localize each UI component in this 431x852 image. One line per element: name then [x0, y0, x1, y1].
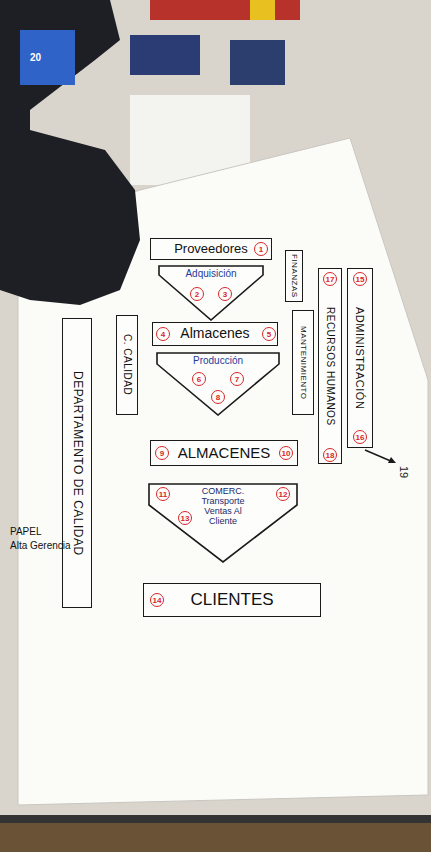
callout-number: 11: [156, 487, 170, 501]
process-box: CLIENTES: [143, 583, 321, 617]
callout-number: 15: [353, 272, 367, 286]
arrow-text-holder: Adquisición: [158, 268, 264, 279]
flow-arrow: Adquisición: [158, 265, 264, 321]
box-label: CLIENTES: [190, 591, 273, 610]
callout-number: 18: [323, 448, 337, 462]
callout-number: 6: [192, 372, 206, 386]
callout-number: 14: [150, 593, 164, 607]
note-text: Alta Gerencia: [10, 540, 71, 551]
department-band: MANTENIMIENTO: [292, 310, 314, 415]
chair: [150, 0, 300, 20]
callout-number: 13: [178, 511, 192, 525]
band-label: C. CALIDAD: [122, 334, 133, 395]
callout-number: 17: [323, 272, 337, 286]
note-text: 19: [398, 466, 410, 478]
box-label: Proveedores: [174, 242, 248, 256]
book: [130, 35, 200, 75]
department-band: RECURSOS HUMANOS: [318, 268, 342, 464]
book: [230, 40, 285, 85]
callout-number: 10: [279, 446, 293, 460]
table-edge: [0, 815, 431, 823]
department-band: C. CALIDAD: [116, 315, 138, 415]
callout-number: 12: [276, 487, 290, 501]
box-label: COMERC. Transporte Ventas Al Cliente: [198, 487, 248, 527]
callout-number: 2: [190, 287, 204, 301]
arrow-text-holder: Producción: [156, 355, 280, 366]
callout-number: 5: [262, 327, 276, 341]
arrow-shape: [157, 353, 279, 415]
bin-label: 20: [30, 52, 41, 63]
callout-number: 9: [155, 446, 169, 460]
leader-arrowhead: [388, 457, 396, 463]
bin-lid: [250, 0, 275, 20]
callout-number: 1: [254, 242, 268, 256]
band-label: RECURSOS HUMANOS: [325, 307, 336, 426]
callout-number: 16: [353, 430, 367, 444]
department-band: FINANZAS: [285, 250, 303, 302]
recycling-bin: [20, 30, 75, 85]
band-label: ADMINISTRACIÓN: [354, 307, 366, 409]
band-label: DEPARTAMENTO DE CALIDAD: [70, 371, 83, 556]
box-label: Almacenes: [180, 326, 249, 341]
callout-number: 7: [230, 372, 244, 386]
box-label: Adquisición: [185, 268, 236, 279]
callout-number: 3: [218, 287, 232, 301]
note-text: PAPEL: [10, 526, 42, 537]
leader-arrow: [365, 450, 393, 462]
department-band: ADMINISTRACIÓN: [347, 268, 373, 448]
process-box: ALMACENES: [150, 440, 298, 466]
department-band: DEPARTAMENTO DE CALIDAD: [62, 318, 92, 608]
arrow-shape: [159, 266, 263, 320]
table-top: [0, 0, 431, 815]
process-box: Almacenes: [152, 322, 278, 346]
callout-number: 4: [156, 327, 170, 341]
person: [0, 0, 140, 305]
box-label: Producción: [193, 355, 243, 366]
arrow-shape: [149, 484, 297, 562]
flow-arrow: Producción: [156, 352, 280, 416]
band-label: FINANZAS: [290, 254, 299, 298]
box-label: ALMACENES: [178, 445, 271, 462]
band-label: MANTENIMIENTO: [299, 326, 308, 399]
callout-number: 8: [211, 390, 225, 404]
